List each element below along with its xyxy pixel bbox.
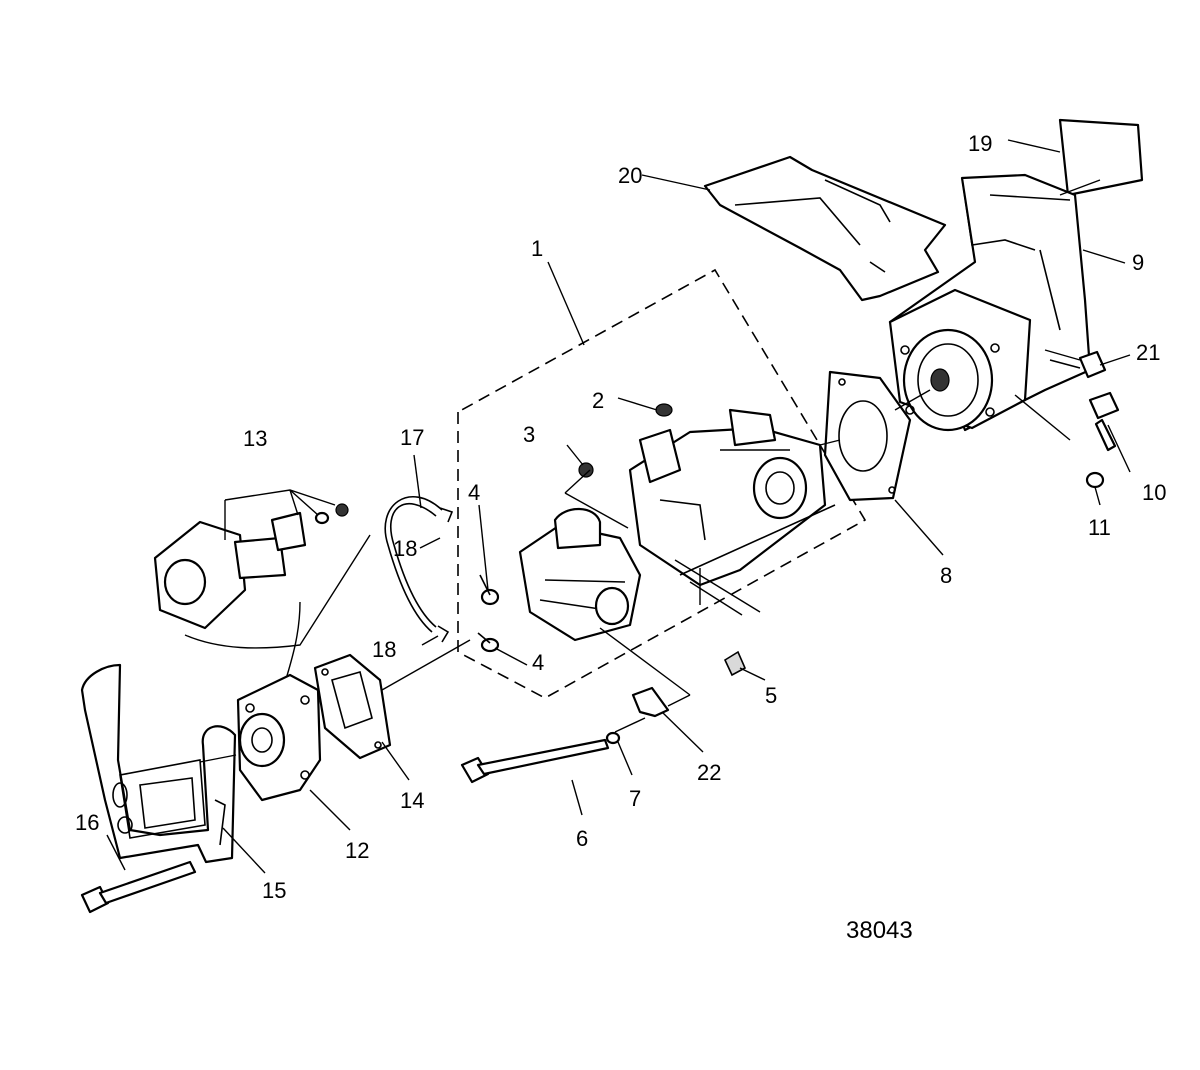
callout-13: 13: [243, 426, 267, 451]
callout-10: 10: [1142, 480, 1166, 505]
part-13-reed-assembly: [153, 489, 371, 649]
callout-14: 14: [400, 788, 424, 813]
callout-22: 22: [697, 760, 721, 785]
main-body: [628, 408, 836, 587]
part-21-screw: [1049, 350, 1107, 379]
part-10-bolt: [1088, 391, 1120, 452]
callout-leaders: [106, 139, 1131, 874]
part-8-gasket: [823, 370, 912, 502]
part-14-gasket: [313, 653, 392, 760]
callout-4-upper: 4: [468, 480, 480, 505]
figure-number: 38043: [846, 917, 913, 944]
part-20-cover: [703, 155, 947, 302]
callout-15: 15: [262, 878, 286, 903]
part-15-adapter: [80, 663, 237, 864]
part-2-plug: [655, 403, 673, 417]
callout-20: 20: [618, 163, 642, 188]
part-18-clamp-lower: [437, 625, 450, 643]
callout-1: 1: [531, 236, 543, 261]
callout-18-upper: 18: [393, 536, 417, 561]
part-5-jet: [723, 650, 747, 677]
callout-7: 7: [629, 786, 641, 811]
callout-9: 9: [1132, 250, 1144, 275]
callout-12: 12: [345, 838, 369, 863]
part-18-clamp-upper: [439, 507, 454, 523]
part-6-bolt: [460, 738, 610, 784]
part-16-bolt: [80, 860, 197, 914]
part-3-cap: [578, 462, 594, 478]
part-17-hose: [384, 496, 443, 633]
callout-3: 3: [523, 422, 535, 447]
assembly-leader-lines: [199, 179, 1101, 763]
part-4-screw-upper: [479, 574, 500, 606]
part-9-housing: [888, 173, 1092, 432]
part-12-reed-block: [236, 673, 322, 802]
callout-5: 5: [765, 683, 777, 708]
callout-labels: 1 2 3 4 4 5 6 7 8 9 10 11 12 13 14 15 16…: [75, 131, 1166, 903]
callout-8: 8: [940, 563, 952, 588]
callout-21: 21: [1136, 340, 1160, 365]
carburetor-body: [518, 507, 642, 642]
callout-19: 19: [968, 131, 992, 156]
callout-11: 11: [1088, 515, 1111, 540]
callout-6: 6: [576, 826, 588, 851]
assembly-1-boundary: [457, 268, 867, 699]
part-11-washer: [1085, 471, 1105, 489]
callout-18-lower: 18: [372, 637, 396, 662]
callout-16: 16: [75, 810, 99, 835]
callout-2: 2: [592, 388, 604, 413]
callout-17: 17: [400, 425, 424, 450]
part-19-plate: [1058, 118, 1144, 197]
part-22-bracket: [631, 686, 670, 718]
part-7-washer: [605, 731, 621, 745]
part-4-screw-lower: [477, 632, 500, 653]
callout-4-lower: 4: [532, 650, 544, 675]
